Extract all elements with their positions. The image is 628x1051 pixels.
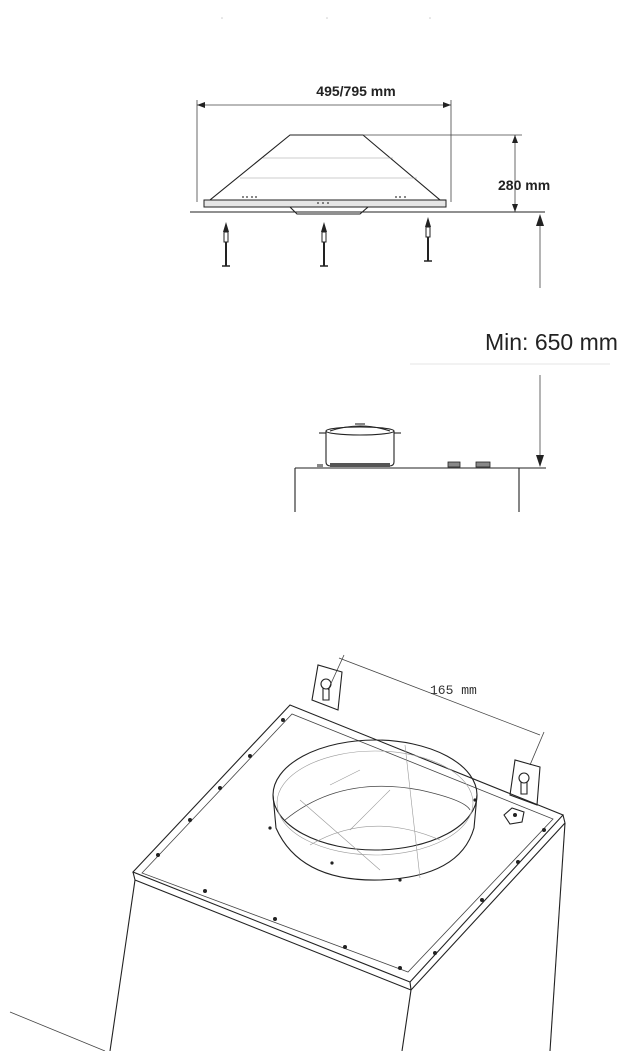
hood-side-view: 495/795 mm xyxy=(190,83,618,512)
mounting-clip xyxy=(503,807,525,825)
clearance-dimension: Min: 650 mm xyxy=(410,214,618,467)
top-specks xyxy=(221,17,431,19)
height-dimension: 280 mm xyxy=(363,134,550,212)
bracket-spacing-dimension: 165 mm xyxy=(327,654,545,766)
keyhole-bracket-left xyxy=(311,664,343,711)
width-dimension: 495/795 mm xyxy=(196,83,452,202)
mounting-screws xyxy=(222,217,432,267)
cooktop-with-pot xyxy=(294,423,546,512)
bracket-spacing-label: 165 mm xyxy=(430,683,477,698)
hood-body xyxy=(190,134,545,215)
keyhole-bracket-right xyxy=(509,759,541,806)
hood-top-isometric: 165 mm xyxy=(9,654,566,1051)
width-dimension-label: 495/795 mm xyxy=(316,83,395,99)
height-dimension-label: 280 mm xyxy=(498,177,550,193)
clearance-dimension-label: Min: 650 mm xyxy=(485,329,618,355)
hood-body-walls xyxy=(9,822,566,1051)
duct-collar xyxy=(272,739,478,881)
top-plate xyxy=(132,704,566,991)
